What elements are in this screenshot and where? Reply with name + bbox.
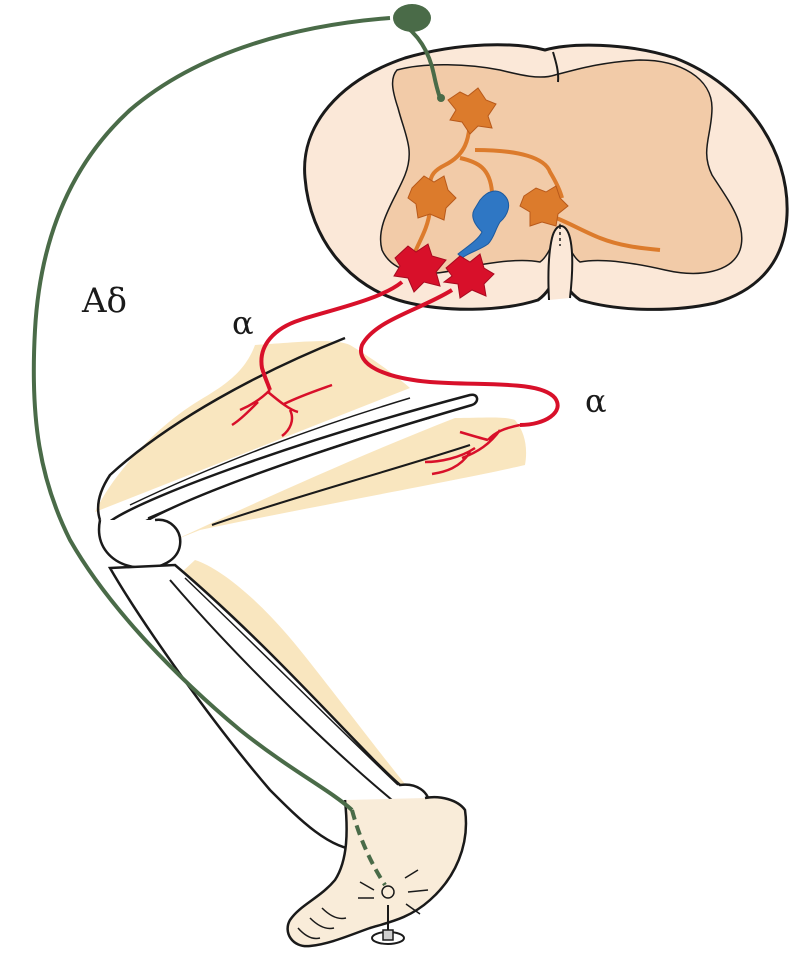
label-a-delta: Aδ bbox=[81, 281, 127, 321]
dorsal-root-ganglion-cell bbox=[393, 4, 431, 32]
leg bbox=[95, 338, 526, 946]
label-alpha-lower: α bbox=[585, 382, 607, 420]
thigh-skin-lower bbox=[212, 445, 470, 525]
knee bbox=[99, 520, 180, 568]
tack-base bbox=[383, 930, 393, 940]
spinal-cord-section bbox=[305, 45, 788, 310]
afferent-terminal bbox=[437, 94, 445, 102]
label-alpha-upper: α bbox=[232, 304, 254, 342]
nociceptor-ending bbox=[382, 886, 394, 898]
anterior-median-fissure bbox=[548, 226, 572, 300]
